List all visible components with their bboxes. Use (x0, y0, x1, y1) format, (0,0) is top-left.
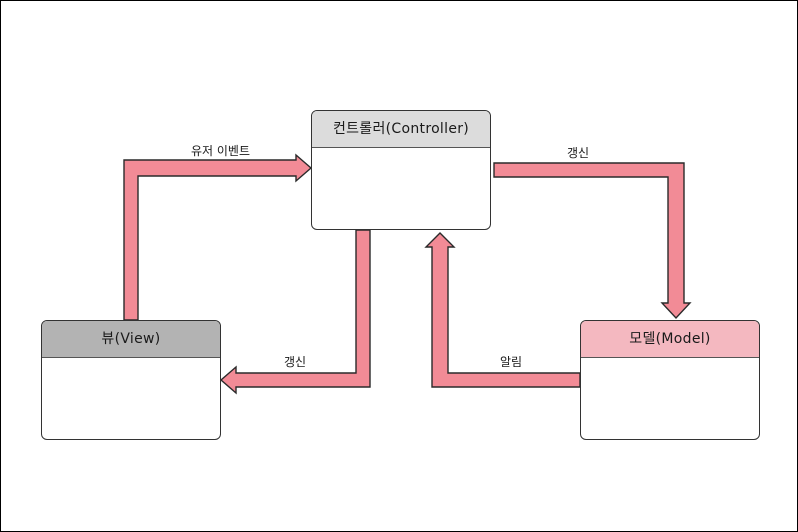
view-box: 뷰(View) (41, 320, 221, 440)
edge-label-controller-to-model: 갱신 (567, 146, 590, 160)
controller-label: 컨트롤러(Controller) (332, 121, 470, 137)
model-label: 모델(Model) (629, 331, 711, 347)
edge-label-model-to-controller: 알림 (500, 355, 523, 369)
edge-label-controller-to-view: 갱신 (284, 355, 307, 369)
arrow-model-to-controller (424, 232, 581, 388)
controller-header: 컨트롤러(Controller) (312, 111, 490, 148)
arrow-view-to-controller (123, 153, 313, 321)
model-header: 모델(Model) (581, 321, 759, 358)
edge-label-user-event: 유저 이벤트 (191, 144, 251, 158)
arrow-controller-to-model (493, 162, 692, 320)
model-box: 모델(Model) (580, 320, 760, 440)
view-label: 뷰(View) (101, 331, 161, 347)
controller-box: 컨트롤러(Controller) (311, 110, 491, 230)
arrow-controller-to-view (219, 229, 371, 395)
view-header: 뷰(View) (42, 321, 220, 358)
